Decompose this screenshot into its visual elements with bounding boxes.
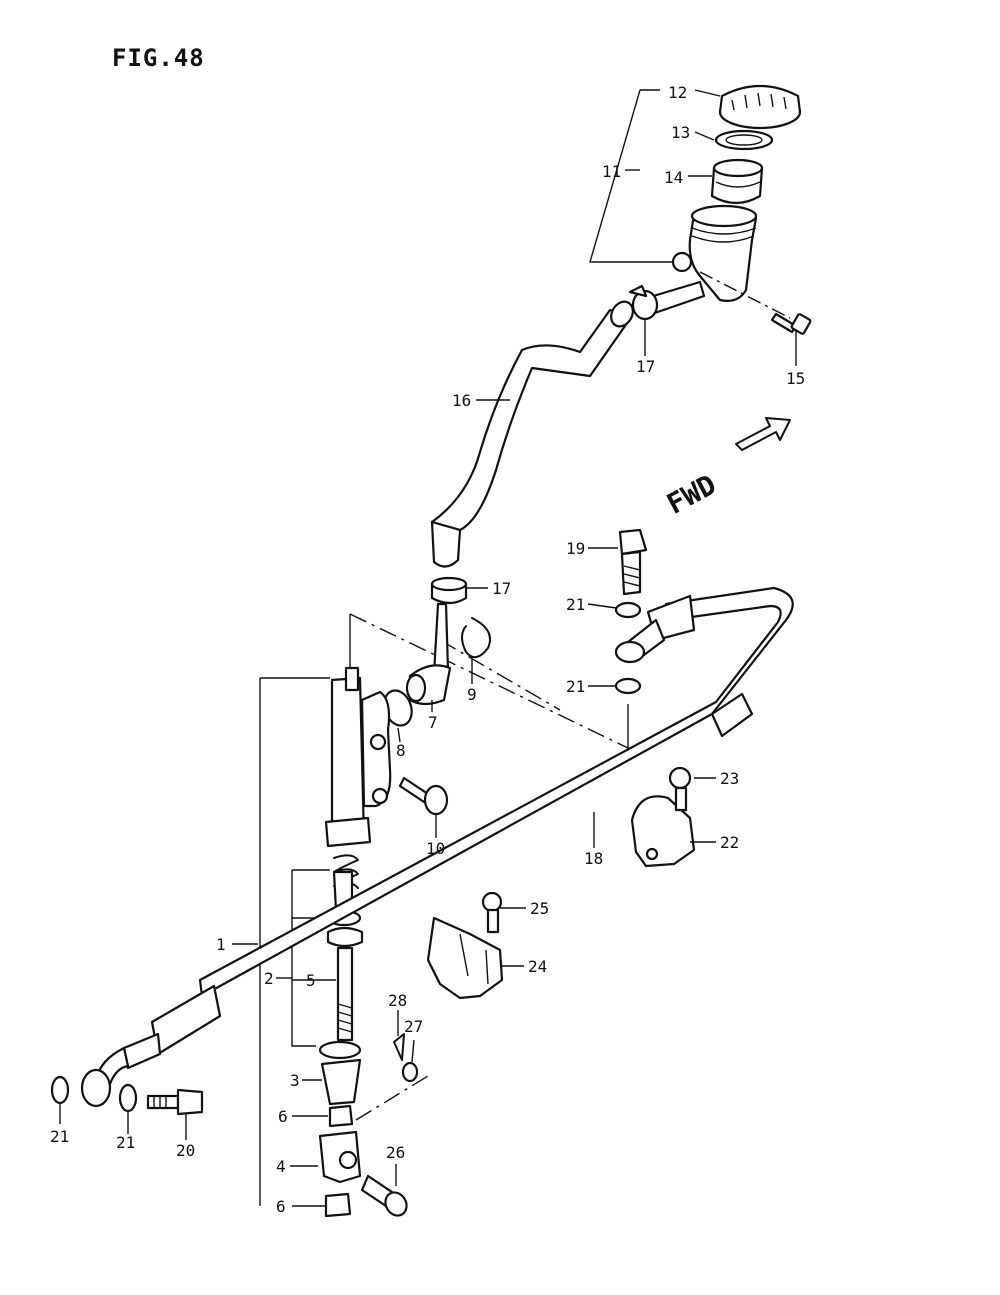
reservoir-hose [430,300,634,568]
callout-21-a: 21 [566,595,585,614]
forward-direction-indicator: FWD [661,417,791,521]
sealing-washer-d [118,1083,138,1113]
callout-bracket-2 [291,869,330,1047]
callout-23: 23 [720,769,739,788]
pin-washer [401,1061,419,1083]
fwd-label: FWD [661,468,721,521]
callout-17-upper: 17 [636,357,655,376]
callout-7: 7 [428,713,438,732]
callout-13: 13 [671,123,690,142]
callout-6-lower: 6 [276,1197,286,1216]
boot [320,1058,362,1106]
callout-12: 12 [668,83,687,102]
sealing-washer-c [50,1075,70,1105]
reservoir-assembly [589,84,812,335]
reservoir-plate [714,129,774,151]
fwd-arrow-icon [735,417,791,451]
callout-leaders [59,89,797,1207]
callout-5: 5 [306,971,316,990]
callout-25: 25 [530,899,549,918]
callout-8: 8 [396,741,406,760]
callout-16: 16 [452,391,471,410]
boot-circlip [318,1040,362,1060]
callout-19: 19 [566,539,585,558]
lock-nut-upper [328,1104,354,1128]
clevis-pin [360,1174,408,1217]
clevis [318,1130,362,1184]
hose-clamp-upper [628,284,659,321]
reservoir-cap [718,84,802,130]
callout-17-lower: 17 [492,579,511,598]
sealing-washer-b [614,677,642,695]
guide-screw [481,891,503,934]
callout-21-d: 21 [116,1133,135,1152]
hose-clamp-lower [430,576,468,605]
brake-hose [80,586,794,1108]
callout-1: 1 [216,935,226,954]
callout-22: 22 [720,833,739,852]
callout-3: 3 [290,1071,300,1090]
callout-28: 28 [388,991,407,1010]
callout-2: 2 [264,969,274,988]
hose-fitting-elbow [405,602,452,706]
callout-bracket-1 [259,677,330,1206]
hose-guide-bracket [426,916,504,1000]
figure-title: FIG.48 [112,44,205,72]
callout-bracket-11 [589,89,672,263]
callout-26: 26 [386,1143,405,1162]
sealing-washer-a [614,601,642,619]
union-bolt-lower [146,1088,204,1116]
clamp-screw [668,766,692,812]
callout-24: 24 [528,957,547,976]
reservoir-diaphragm [710,158,764,205]
callout-20: 20 [176,1141,195,1160]
reservoir-screw [699,271,812,335]
hose-clamp-bracket [630,795,696,868]
lock-nut-lower [324,1192,352,1218]
circlip [461,617,491,659]
piston-seal [326,926,364,948]
reservoir-body [671,204,758,302]
push-rod [336,946,354,1042]
callout-10: 10 [426,839,445,858]
callout-21-c: 21 [50,1127,69,1146]
master-cylinder-assembly [259,602,629,1218]
union-bolt-upper [618,528,648,596]
callout-27: 27 [404,1017,423,1036]
callout-11: 11 [602,162,621,181]
callout-21-b: 21 [566,677,585,696]
callout-labels: 12 13 14 11 15 17 16 17 7 8 9 10 18 19 2… [50,83,805,1216]
callout-4: 4 [276,1157,286,1176]
callout-15: 15 [786,369,805,388]
callout-9: 9 [467,685,477,704]
cotter-pin [393,1033,405,1061]
callout-6-upper: 6 [278,1107,288,1126]
callout-14: 14 [664,168,683,187]
mounting-bolt [398,776,449,816]
cylinder-body [324,666,392,848]
callout-18: 18 [584,849,603,868]
